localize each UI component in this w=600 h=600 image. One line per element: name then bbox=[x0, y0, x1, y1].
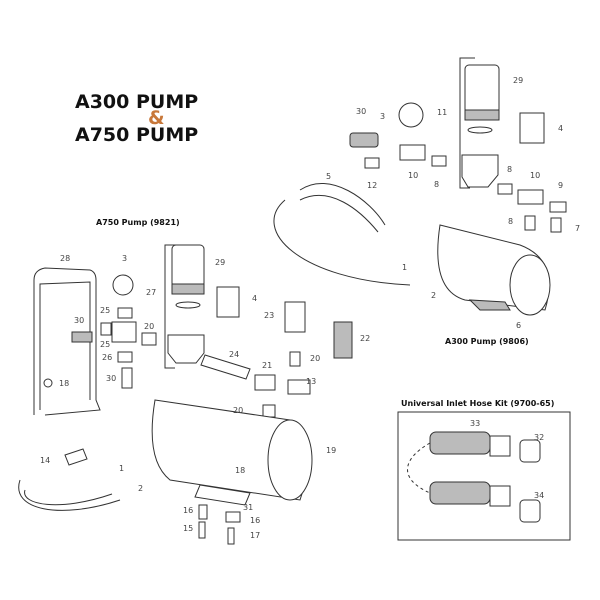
part-label: 19 bbox=[326, 446, 336, 455]
part-label: 31 bbox=[243, 503, 253, 512]
part-label: 9 bbox=[558, 181, 563, 190]
part-label: 13 bbox=[306, 377, 316, 386]
part-label: 21 bbox=[262, 361, 272, 370]
part-label: 2 bbox=[431, 291, 436, 300]
hose-kit-part-labels: 33 32 34 bbox=[470, 419, 544, 500]
part-label: 33 bbox=[470, 419, 480, 428]
part-label: 6 bbox=[516, 321, 521, 330]
part-label: 17 bbox=[250, 531, 260, 540]
part-label: 15 bbox=[183, 524, 193, 533]
part-label: 25 bbox=[100, 340, 110, 349]
part-label: 28 bbox=[60, 254, 70, 263]
part-label: 8 bbox=[507, 165, 512, 174]
part-label: 22 bbox=[360, 334, 370, 343]
part-label: 18 bbox=[59, 379, 69, 388]
part-label: 4 bbox=[558, 124, 563, 133]
part-label: 32 bbox=[534, 433, 544, 442]
part-label: 20 bbox=[233, 406, 243, 415]
title-ampersand: & bbox=[148, 107, 165, 129]
a300-part-labels: 29 30 3 11 4 12 10 8 8 10 9 8 7 5 1 2 6 bbox=[326, 76, 580, 330]
part-label: 1 bbox=[119, 464, 124, 473]
part-label: 29 bbox=[215, 258, 225, 267]
part-label: 8 bbox=[508, 217, 513, 226]
part-label: 5 bbox=[326, 172, 331, 181]
part-label: 16 bbox=[250, 516, 260, 525]
part-label: 14 bbox=[40, 456, 50, 465]
title-a300: A300 PUMP bbox=[75, 91, 198, 113]
hose-kit-header: Universal Inlet Hose Kit (9700-65) bbox=[401, 399, 554, 408]
part-label: 3 bbox=[122, 254, 127, 263]
part-label: 16 bbox=[183, 506, 193, 515]
part-label: 7 bbox=[575, 224, 580, 233]
a750-part-labels: 28 3 29 27 4 25 30 20 25 26 26 30 18 23 … bbox=[40, 254, 370, 540]
part-label: 29 bbox=[513, 76, 523, 85]
part-label: 25 bbox=[100, 306, 110, 315]
part-label: 20 bbox=[310, 354, 320, 363]
part-label: 8 bbox=[434, 180, 439, 189]
part-label: 12 bbox=[367, 181, 377, 190]
part-label: 30 bbox=[356, 107, 366, 116]
title-a750: A750 PUMP bbox=[75, 124, 198, 146]
part-label: 34 bbox=[534, 491, 544, 500]
part-label: 2 bbox=[138, 484, 143, 493]
a750-assembly bbox=[18, 244, 353, 545]
part-label: 18 bbox=[235, 466, 245, 475]
part-label: 23 bbox=[264, 311, 274, 320]
part-label: 10 bbox=[408, 171, 418, 180]
a300-assembly bbox=[273, 57, 567, 316]
part-label: 27 bbox=[146, 288, 156, 297]
part-label: 3 bbox=[380, 112, 385, 121]
part-label: 10 bbox=[530, 171, 540, 180]
part-label: 30 bbox=[74, 316, 84, 325]
part-label: 4 bbox=[252, 294, 257, 303]
hose-kit bbox=[397, 411, 571, 541]
a300-header: A300 Pump (9806) bbox=[445, 337, 529, 346]
part-label: 11 bbox=[437, 108, 447, 117]
part-label: 1 bbox=[402, 263, 407, 272]
part-label: 30 bbox=[106, 374, 116, 383]
part-label: 24 bbox=[229, 350, 239, 359]
a750-header: A750 Pump (9821) bbox=[96, 218, 180, 227]
part-label: 26 bbox=[102, 353, 112, 362]
part-label: 20 bbox=[144, 322, 154, 331]
